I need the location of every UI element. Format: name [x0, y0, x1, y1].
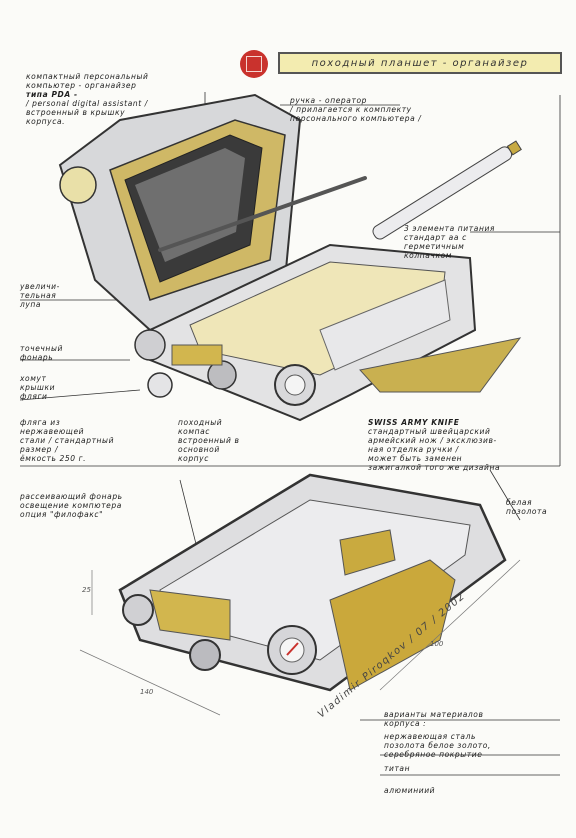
dimension-width: 100 [430, 640, 444, 648]
note-knife: swiss army knifeстандартный швейцарскийа… [368, 418, 501, 472]
note-pen: ручка - оператор/ прилагается к комплект… [290, 96, 422, 123]
dimension-length: 140 [140, 688, 154, 696]
note-material-titanium: титан [384, 764, 411, 773]
red-seal-stamp [240, 50, 268, 78]
sheet-title: походный планшет - органайзер [278, 52, 562, 74]
dimension-height: 25 [82, 586, 91, 594]
note-material-aluminium: алюминиий [384, 786, 436, 795]
